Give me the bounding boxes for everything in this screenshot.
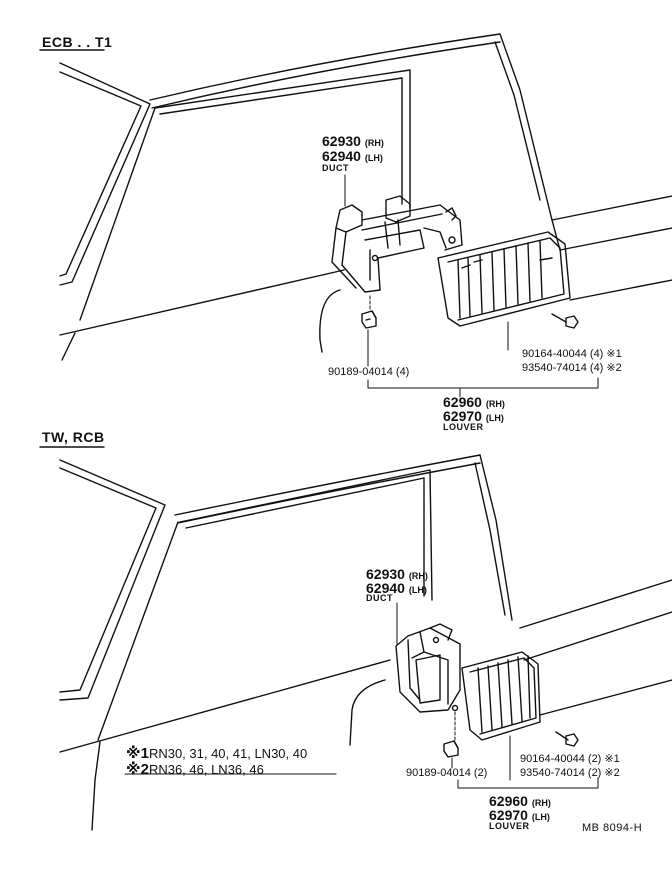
top-clip [361,310,377,329]
bottom-louver-pn-lh: 62970 [489,807,528,823]
bottom-screw1-mark: ※1 [604,753,620,765]
bottom-vehicle-body [59,454,672,831]
top-section-label: ECB . . T1 [42,34,113,50]
top-screw2-label: 93540-74014 (4) ※2 [522,363,622,374]
bottom-duct-pn-lh: 62940 [366,580,405,596]
bottom-screw [555,731,579,747]
bottom-screw1-qty: (2) [587,753,602,765]
top-clip-label: 90189-04014 (4) [328,367,409,378]
top-clip-qty: (4) [395,366,410,378]
bottom-screw1-label: 90164-40044 (2) ※1 [520,754,620,765]
bottom-duct-suffix-rh: (RH) [408,571,428,581]
bottom-leaders [396,602,599,789]
top-duct [331,195,463,293]
top-screw2-qty: (4) [589,362,604,374]
top-duct-name: DUCT [322,163,349,173]
bottom-screw1-pn: 90164-40044 [520,753,585,765]
bottom-louver [461,651,541,741]
bottom-clip-pn: 90189-04014 [406,767,471,779]
top-screw2-pn: 93540-74014 [522,362,587,374]
bottom-duct-name: DUCT [366,593,393,603]
bottom-clip-qty: (2) [473,767,488,779]
top-louver-pn-rh: 62960 [443,394,482,410]
top-screw1-mark: ※1 [606,348,622,360]
top-louver-suffix-lh: (LH) [485,413,504,423]
bottom-louver-suffix-rh: (RH) [531,798,551,808]
top-louver-pn-lh: 62970 [443,408,482,424]
bottom-screw2-qty: (2) [587,767,602,779]
note-1: ※1RN30, 31, 40, 41, LN30, 40 [126,746,307,761]
top-louver-name: LOUVER [443,422,484,432]
top-screw2-mark: ※2 [606,362,622,374]
bottom-duct [395,623,461,713]
bottom-clip-label: 90189-04014 (2) [406,768,487,779]
bottom-duct-suffix-lh: (LH) [408,585,427,595]
bottom-louver-pn-rh: 62960 [489,793,528,809]
reference-code: MB 8094-H [582,822,643,834]
bottom-screw2-label: 93540-74014 (2) ※2 [520,768,620,779]
top-duct-suffix-rh: (RH) [364,138,384,148]
top-louver-suffix-rh: (RH) [485,399,505,409]
top-duct-suffix-lh: (LH) [364,153,383,163]
top-leaders [344,174,599,398]
top-duct-pn-lh: 62940 [322,148,361,164]
top-screw1-pn: 90164-40044 [522,348,587,360]
top-screw1-qty: (4) [589,348,604,360]
note-2-mark: ※2 [126,761,149,778]
top-vehicle-body [59,33,672,361]
top-duct-pn-rh: 62930 [322,133,361,149]
note-2-text: RN36, 46, LN36, 46 [148,762,264,777]
bottom-louver-suffix-lh: (LH) [531,812,550,822]
note-1-mark: ※1 [126,745,149,762]
top-clip-pn: 90189-04014 [328,366,393,378]
top-louver [437,231,571,327]
bottom-duct-pn-rh: 62930 [366,566,405,582]
note-2: ※2RN36, 46, LN36, 46 [126,762,264,777]
bottom-screw2-mark: ※2 [604,767,620,779]
top-screw [551,313,579,329]
top-screw1-label: 90164-40044 (4) ※1 [522,349,622,360]
bottom-clip [443,740,459,758]
bottom-section-label: TW, RCB [42,429,105,445]
bottom-louver-name: LOUVER [489,821,530,831]
bottom-screw2-pn: 93540-74014 [520,767,585,779]
note-1-text: RN30, 31, 40, 41, LN30, 40 [148,746,308,761]
